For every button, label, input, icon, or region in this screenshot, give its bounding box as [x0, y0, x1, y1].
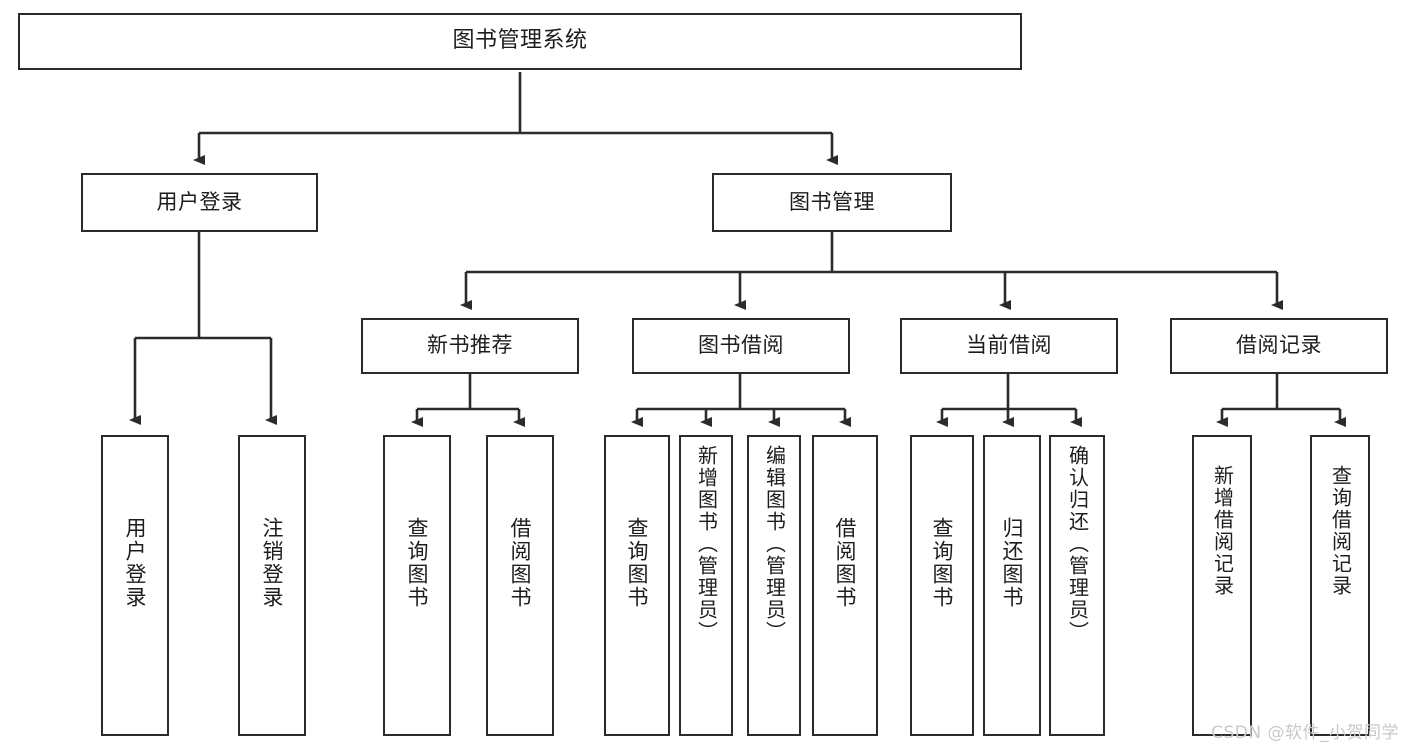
node-current-borrow[interactable]: 当前借阅	[900, 318, 1118, 374]
edge-borrow-leaves	[631, 374, 851, 427]
node-book-borrow[interactable]: 图书借阅	[632, 318, 850, 374]
node-borrow-records[interactable]: 借阅记录	[1170, 318, 1388, 374]
edge-current-leaves	[936, 374, 1082, 427]
node-root-label: 图书管理系统	[452, 28, 588, 54]
leaf-newbook-borrow-book-label: 借阅图书	[508, 517, 533, 609]
leaf-user-login[interactable]: 用户登录	[101, 435, 169, 736]
edge-bookmgmt-children	[460, 232, 1283, 310]
node-root[interactable]: 图书管理系统	[18, 13, 1022, 70]
leaf-borrow-query-book-label: 查询图书	[625, 517, 650, 609]
edge-login-leaves	[129, 232, 277, 425]
leaf-newbook-query-book[interactable]: 查询图书	[383, 435, 451, 736]
watermark: CSDN @软件_小贺同学	[1211, 723, 1399, 743]
leaf-borrow-borrow-book[interactable]: 借阅图书	[812, 435, 878, 736]
leaf-newbook-query-book-label: 查询图书	[405, 517, 430, 609]
node-book-management[interactable]: 图书管理	[712, 173, 952, 232]
node-book-borrow-label: 图书借阅	[698, 333, 784, 358]
edge-records-leaves	[1216, 374, 1346, 427]
node-borrow-records-label: 借阅记录	[1236, 333, 1322, 358]
node-new-book-recommend[interactable]: 新书推荐	[361, 318, 579, 374]
leaf-records-add-record-label: 新增借阅记录	[1210, 465, 1235, 597]
leaf-current-query-book[interactable]: 查询图书	[910, 435, 974, 736]
node-new-book-recommend-label: 新书推荐	[427, 333, 513, 358]
leaf-borrow-borrow-book-label: 借阅图书	[833, 517, 858, 609]
leaf-current-confirm-return-admin[interactable]: 确认归还（管理员）	[1049, 435, 1105, 736]
leaf-current-confirm-return-admin-label: 确认归还（管理员）	[1065, 445, 1090, 643]
leaf-records-query-record[interactable]: 查询借阅记录	[1310, 435, 1370, 736]
leaf-borrow-query-book[interactable]: 查询图书	[604, 435, 670, 736]
leaf-current-return-book[interactable]: 归还图书	[983, 435, 1041, 736]
node-book-management-label: 图书管理	[789, 189, 875, 214]
leaf-borrow-add-book-admin[interactable]: 新增图书（管理员）	[679, 435, 733, 736]
leaf-user-login-label: 用户登录	[123, 517, 148, 609]
node-user-login[interactable]: 用户登录	[81, 173, 318, 232]
leaf-records-add-record[interactable]: 新增借阅记录	[1192, 435, 1252, 736]
leaf-logout-label: 注销登录	[260, 517, 285, 609]
leaf-logout[interactable]: 注销登录	[238, 435, 306, 736]
leaf-records-query-record-label: 查询借阅记录	[1328, 465, 1353, 597]
leaf-borrow-edit-book-admin[interactable]: 编辑图书（管理员）	[747, 435, 801, 736]
leaf-newbook-borrow-book[interactable]: 借阅图书	[486, 435, 554, 736]
leaf-borrow-add-book-admin-label: 新增图书（管理员）	[694, 445, 719, 643]
node-current-borrow-label: 当前借阅	[966, 333, 1052, 358]
edge-root-level1	[193, 72, 838, 165]
leaf-current-return-book-label: 归还图书	[1000, 517, 1025, 609]
leaf-borrow-edit-book-admin-label: 编辑图书（管理员）	[762, 445, 787, 643]
node-user-login-label: 用户登录	[156, 189, 243, 214]
edge-newbook-leaves	[411, 374, 525, 427]
leaf-current-query-book-label: 查询图书	[930, 517, 955, 609]
